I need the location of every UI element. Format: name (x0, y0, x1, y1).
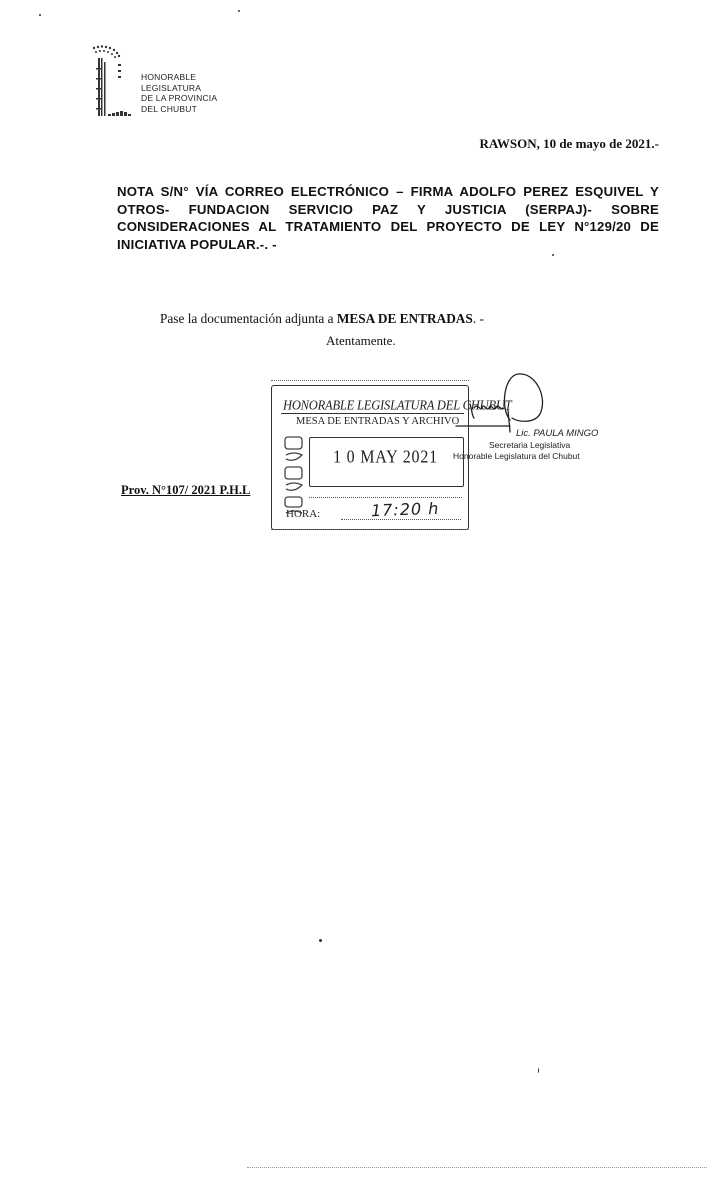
stamp-title: HONORABLE LEGISLATURA DEL CHUBUT (283, 397, 512, 413)
stamp-title-underline (281, 413, 464, 414)
scan-speck (319, 939, 322, 942)
forwarding-destination: MESA DE ENTRADAS (336, 311, 473, 326)
scan-speck (39, 14, 41, 16)
stamp-border-top (271, 380, 469, 382)
closing-salutation: Atentamente. (326, 333, 396, 348)
stamp-handwritten-time: 17:20 h (370, 498, 440, 521)
stamp-received-date: 1 0 MAY 2021 (333, 447, 438, 468)
letterhead-line: HONORABLE (141, 72, 197, 82)
forwarding-suffix: . - (472, 311, 484, 326)
letterhead-institution: HONORABLE LEGISLATURA DE LA PROVINCIA DE… (141, 72, 217, 114)
stamp-border-bottom (271, 529, 469, 531)
signer-title: Secretaria Legislativa (489, 440, 571, 450)
stamp-date-box (309, 437, 464, 487)
scan-speck (538, 1068, 539, 1073)
stamp-dotted-line (309, 497, 462, 498)
stamp-subtitle: MESA DE ENTRADAS Y ARCHIVO (296, 416, 460, 427)
legislature-logo-icon (92, 45, 131, 116)
footer-dotted-rule (247, 1167, 707, 1168)
letterhead-line: LEGISLATURA (141, 82, 202, 93)
scan-speck (238, 10, 240, 12)
forwarding-instruction: Pase la documentación adjunta a MESA DE … (160, 311, 484, 327)
document-subject: NOTA S/N° VÍA CORREO ELECTRÓNICO – FIRMA… (117, 184, 659, 252)
letterhead-line: DE LA PROVINCIA (141, 93, 218, 103)
document-date: RAWSON, 10 de mayo de 2021.- (479, 136, 659, 151)
stamp-hora-dotted-line (341, 519, 461, 520)
signer-organization: Honorable Legislatura del Chubut (453, 451, 580, 461)
letterhead-line: DEL CHUBUT (141, 103, 197, 114)
forwarding-text: Pase la documentación adjunta a (160, 311, 337, 326)
stamp-side-ornament-icon (284, 436, 304, 514)
handwritten-signature-icon (455, 373, 544, 433)
scan-speck (552, 254, 554, 256)
signer-name: Lic. PAULA MINGO (516, 428, 599, 439)
provision-reference: Prov. N°107/ 2021 P.H.L (121, 483, 251, 497)
stamp-hora-label: HORA: (286, 508, 321, 520)
